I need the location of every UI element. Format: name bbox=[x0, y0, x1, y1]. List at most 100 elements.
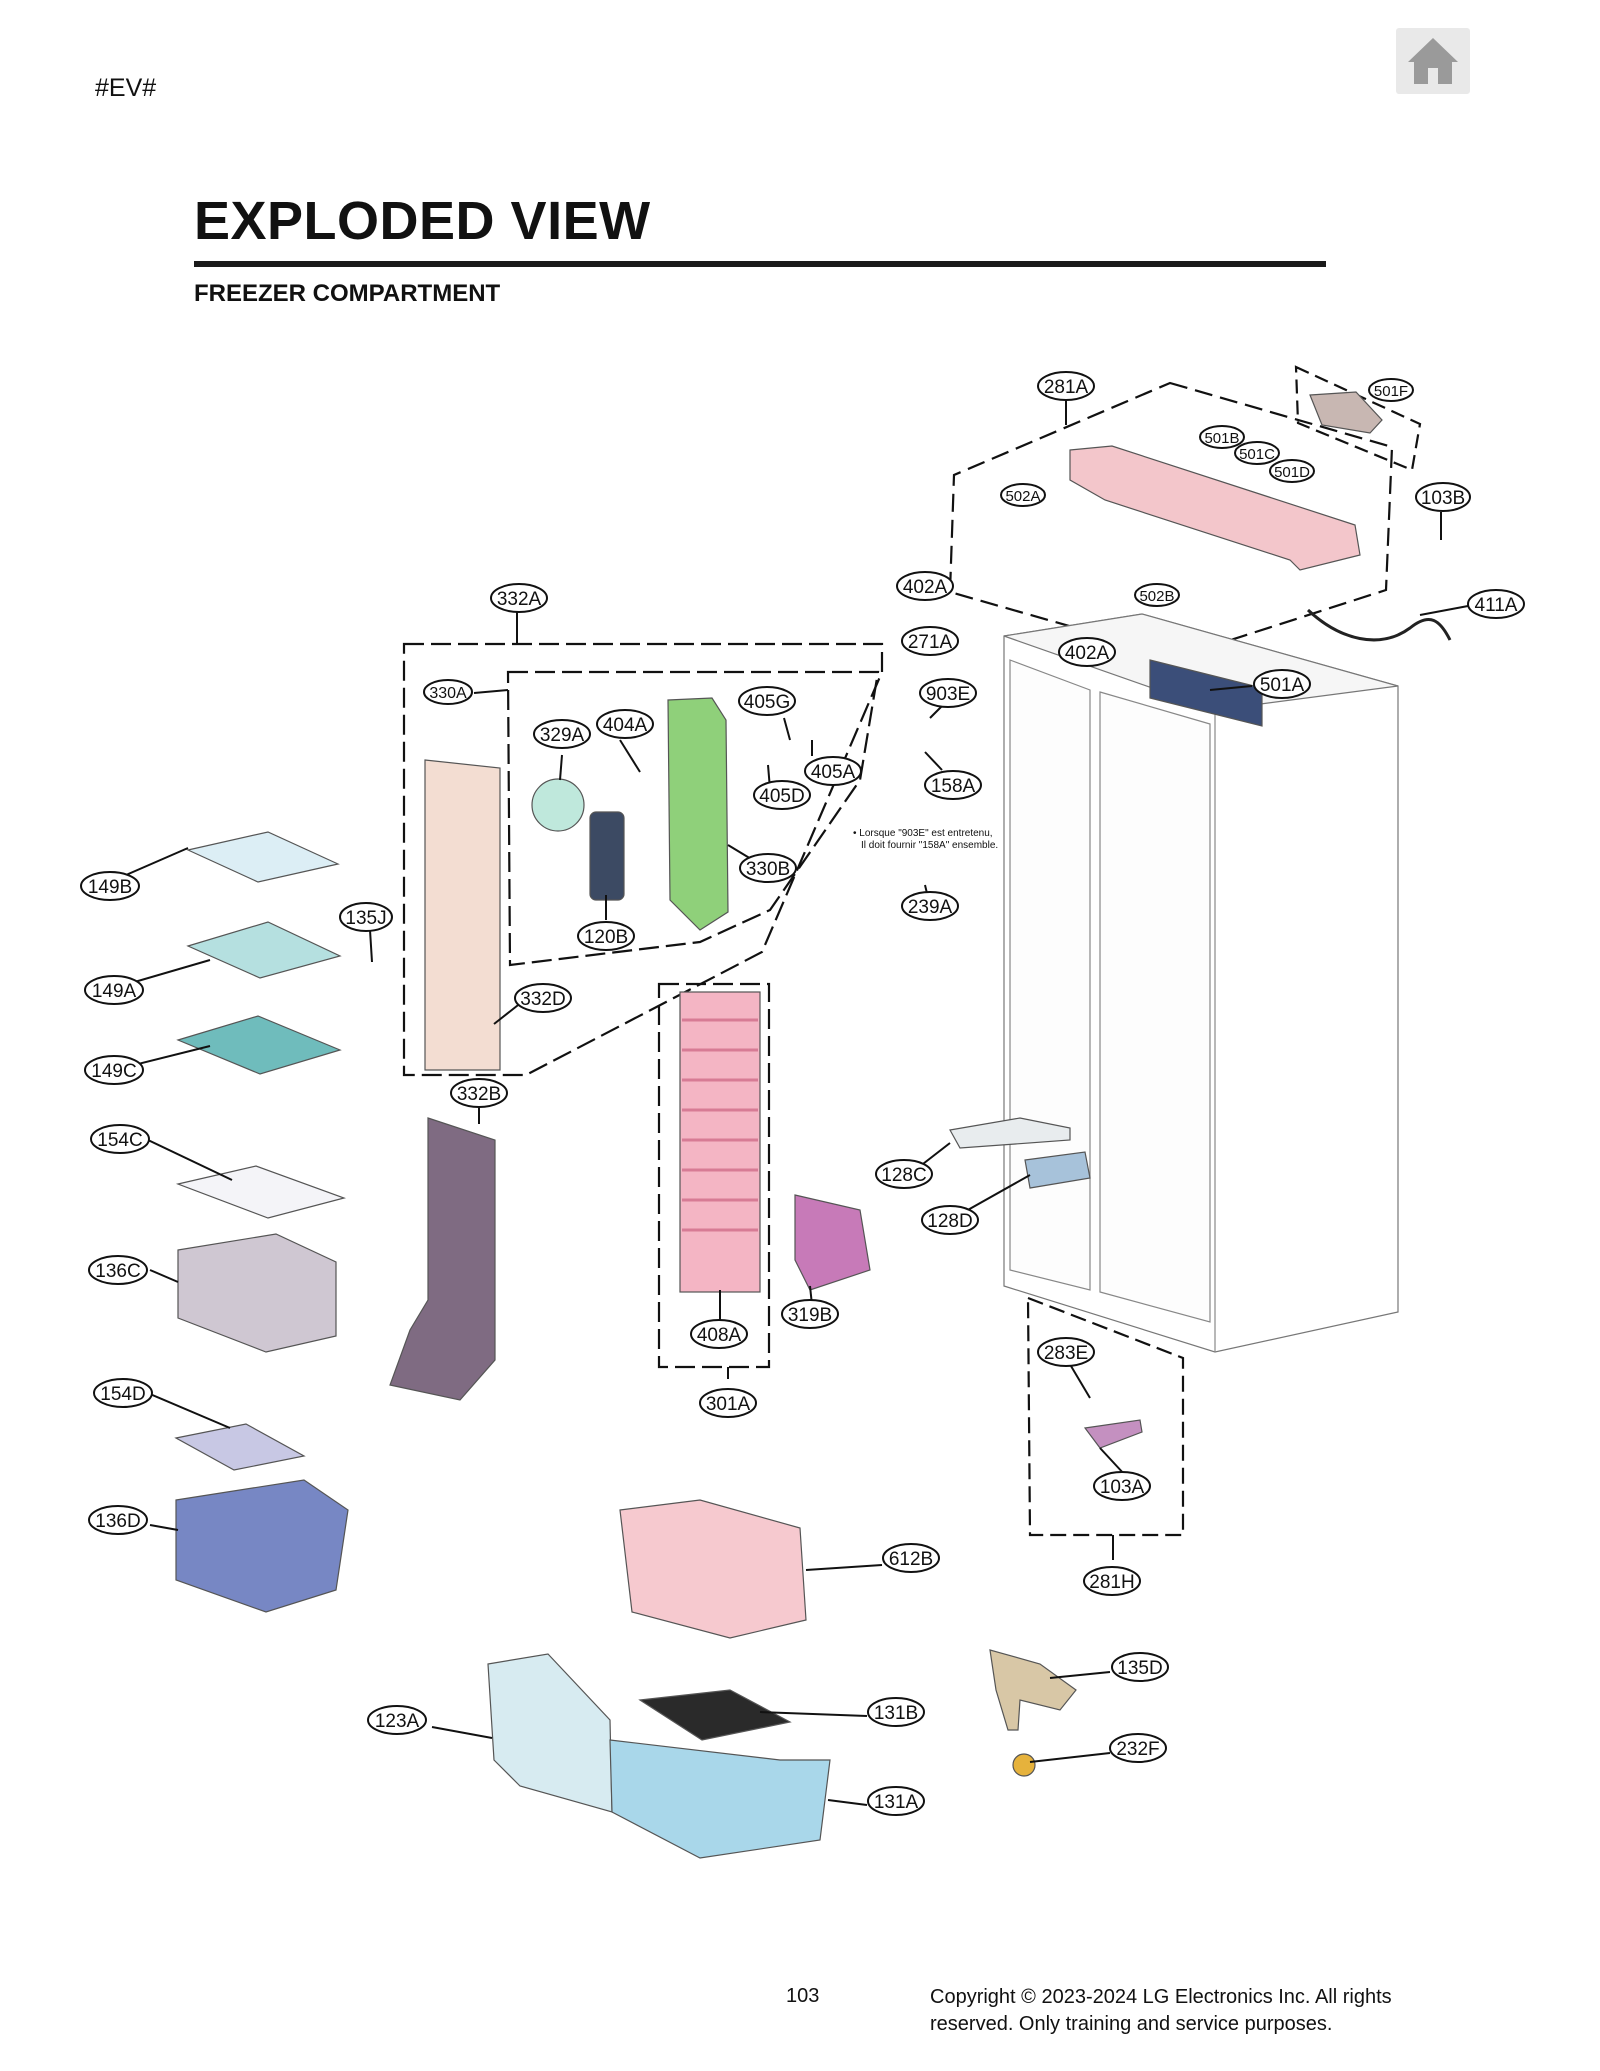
label-283E: 283E bbox=[1044, 1343, 1088, 1364]
callout-281A bbox=[1037, 371, 1095, 401]
label-329A: 329A bbox=[540, 725, 585, 746]
shelf-149a-part bbox=[186, 921, 342, 979]
service-note-line1: • Lorsque "903E" est entretenu, bbox=[853, 828, 993, 839]
callout-103B bbox=[1415, 482, 1471, 512]
label-330A: 330A bbox=[429, 685, 467, 702]
bracket-501f-part bbox=[1309, 391, 1383, 434]
callout-411A bbox=[1467, 589, 1525, 619]
callout-408A bbox=[690, 1319, 748, 1349]
callout-283E bbox=[1037, 1337, 1095, 1367]
callout-502B bbox=[1134, 583, 1180, 607]
callout-402A-2 bbox=[1058, 637, 1116, 667]
home-icon bbox=[1408, 38, 1458, 84]
callout-502A bbox=[1000, 483, 1046, 507]
label-501B: 501B bbox=[1204, 430, 1239, 447]
label-149A: 149A bbox=[92, 981, 137, 1002]
label-903E: 903E bbox=[926, 684, 970, 705]
label-136C: 136C bbox=[95, 1261, 140, 1282]
group-281A-outline bbox=[948, 381, 1394, 659]
cover-154c-part bbox=[175, 1165, 347, 1219]
label-103A: 103A bbox=[1100, 1477, 1145, 1498]
label-404A: 404A bbox=[603, 715, 648, 736]
label-330B: 330B bbox=[746, 859, 790, 880]
ice-bin-131a-part bbox=[609, 1739, 831, 1859]
callout-301A bbox=[699, 1388, 757, 1418]
callout-128C bbox=[875, 1159, 933, 1189]
callout-332A bbox=[490, 583, 548, 613]
ice-maker-612b-part bbox=[619, 1499, 807, 1639]
duct-332b-part bbox=[389, 1117, 496, 1401]
label-405A: 405A bbox=[811, 762, 856, 783]
group-332A-outline bbox=[402, 642, 884, 1077]
copyright-notice: Copyright © 2023-2024 LG Electronics Inc… bbox=[930, 1984, 1450, 2038]
label-131B: 131B bbox=[874, 1703, 918, 1724]
label-232F: 232F bbox=[1116, 1739, 1159, 1760]
group-330A-outline bbox=[506, 670, 880, 967]
section-subtitle: FREEZER COMPARTMENT bbox=[194, 280, 501, 307]
home-button[interactable] bbox=[1396, 28, 1470, 94]
rail-128d-part bbox=[1024, 1151, 1091, 1189]
part-232f bbox=[1012, 1753, 1036, 1777]
callout-501D bbox=[1269, 459, 1315, 483]
callout-149C bbox=[84, 1055, 144, 1085]
callout-149B bbox=[80, 871, 140, 901]
callout-154C bbox=[90, 1124, 150, 1154]
label-405G: 405G bbox=[744, 692, 790, 713]
callout-131B bbox=[867, 1697, 925, 1727]
callout-319B bbox=[781, 1299, 839, 1329]
label-281H: 281H bbox=[1089, 1572, 1134, 1593]
callout-239A bbox=[901, 891, 959, 921]
callout-123A bbox=[367, 1705, 427, 1735]
label-154D: 154D bbox=[100, 1384, 145, 1405]
callout-404A bbox=[596, 709, 654, 739]
callout-131A bbox=[867, 1786, 925, 1816]
label-135J: 135J bbox=[345, 908, 386, 929]
callout-329A bbox=[533, 719, 591, 749]
label-301A: 301A bbox=[706, 1394, 751, 1415]
callout-402A-1 bbox=[896, 571, 954, 601]
label-149B: 149B bbox=[88, 877, 132, 898]
callout-120B bbox=[577, 921, 635, 951]
callout-128D bbox=[921, 1205, 979, 1235]
label-120B: 120B bbox=[584, 927, 628, 948]
label-271A: 271A bbox=[908, 632, 953, 653]
ice-bin-cover-123a bbox=[487, 1653, 613, 1813]
hinge-103a-part bbox=[1083, 1419, 1143, 1449]
power-cord-411a bbox=[1306, 608, 1452, 642]
label-502A: 502A bbox=[1005, 488, 1040, 505]
page-number: 103 bbox=[786, 1985, 820, 2007]
label-332A: 332A bbox=[497, 589, 542, 610]
fan-329a-part bbox=[531, 778, 585, 832]
label-136D: 136D bbox=[95, 1511, 140, 1532]
callout-281H bbox=[1083, 1566, 1141, 1596]
back-panel-332d bbox=[424, 759, 501, 1071]
label-501A: 501A bbox=[1260, 675, 1305, 696]
callout-232F bbox=[1109, 1733, 1167, 1763]
callout-154D bbox=[93, 1378, 153, 1408]
label-402A-2: 402A bbox=[1065, 643, 1110, 664]
label-128D: 128D bbox=[927, 1211, 972, 1232]
callout-903E bbox=[919, 678, 977, 708]
label-149C: 149C bbox=[91, 1061, 136, 1082]
label-103B: 103B bbox=[1421, 488, 1465, 509]
title-rule bbox=[194, 261, 1326, 267]
control-panel-part bbox=[1149, 659, 1263, 727]
label-405D: 405D bbox=[759, 786, 804, 807]
callout-330A bbox=[423, 679, 473, 705]
callout-136C bbox=[88, 1255, 148, 1285]
label-239A: 239A bbox=[908, 897, 953, 918]
callout-103A bbox=[1093, 1471, 1151, 1501]
label-154C: 154C bbox=[97, 1130, 142, 1151]
label-501C: 501C bbox=[1239, 446, 1275, 463]
callout-405G bbox=[738, 686, 796, 716]
group-281H-outline bbox=[1026, 1296, 1185, 1537]
rail-128c-part bbox=[949, 1117, 1071, 1149]
group-301A-outline bbox=[657, 982, 771, 1369]
evaporator-part bbox=[679, 991, 761, 1293]
shelf-149b-part bbox=[186, 831, 340, 883]
label-281A: 281A bbox=[1044, 377, 1089, 398]
label-332B: 332B bbox=[457, 1084, 501, 1105]
service-note-line2: Il doit fournir "158A" ensemble. bbox=[861, 840, 999, 851]
bin-136c-part bbox=[177, 1233, 337, 1353]
